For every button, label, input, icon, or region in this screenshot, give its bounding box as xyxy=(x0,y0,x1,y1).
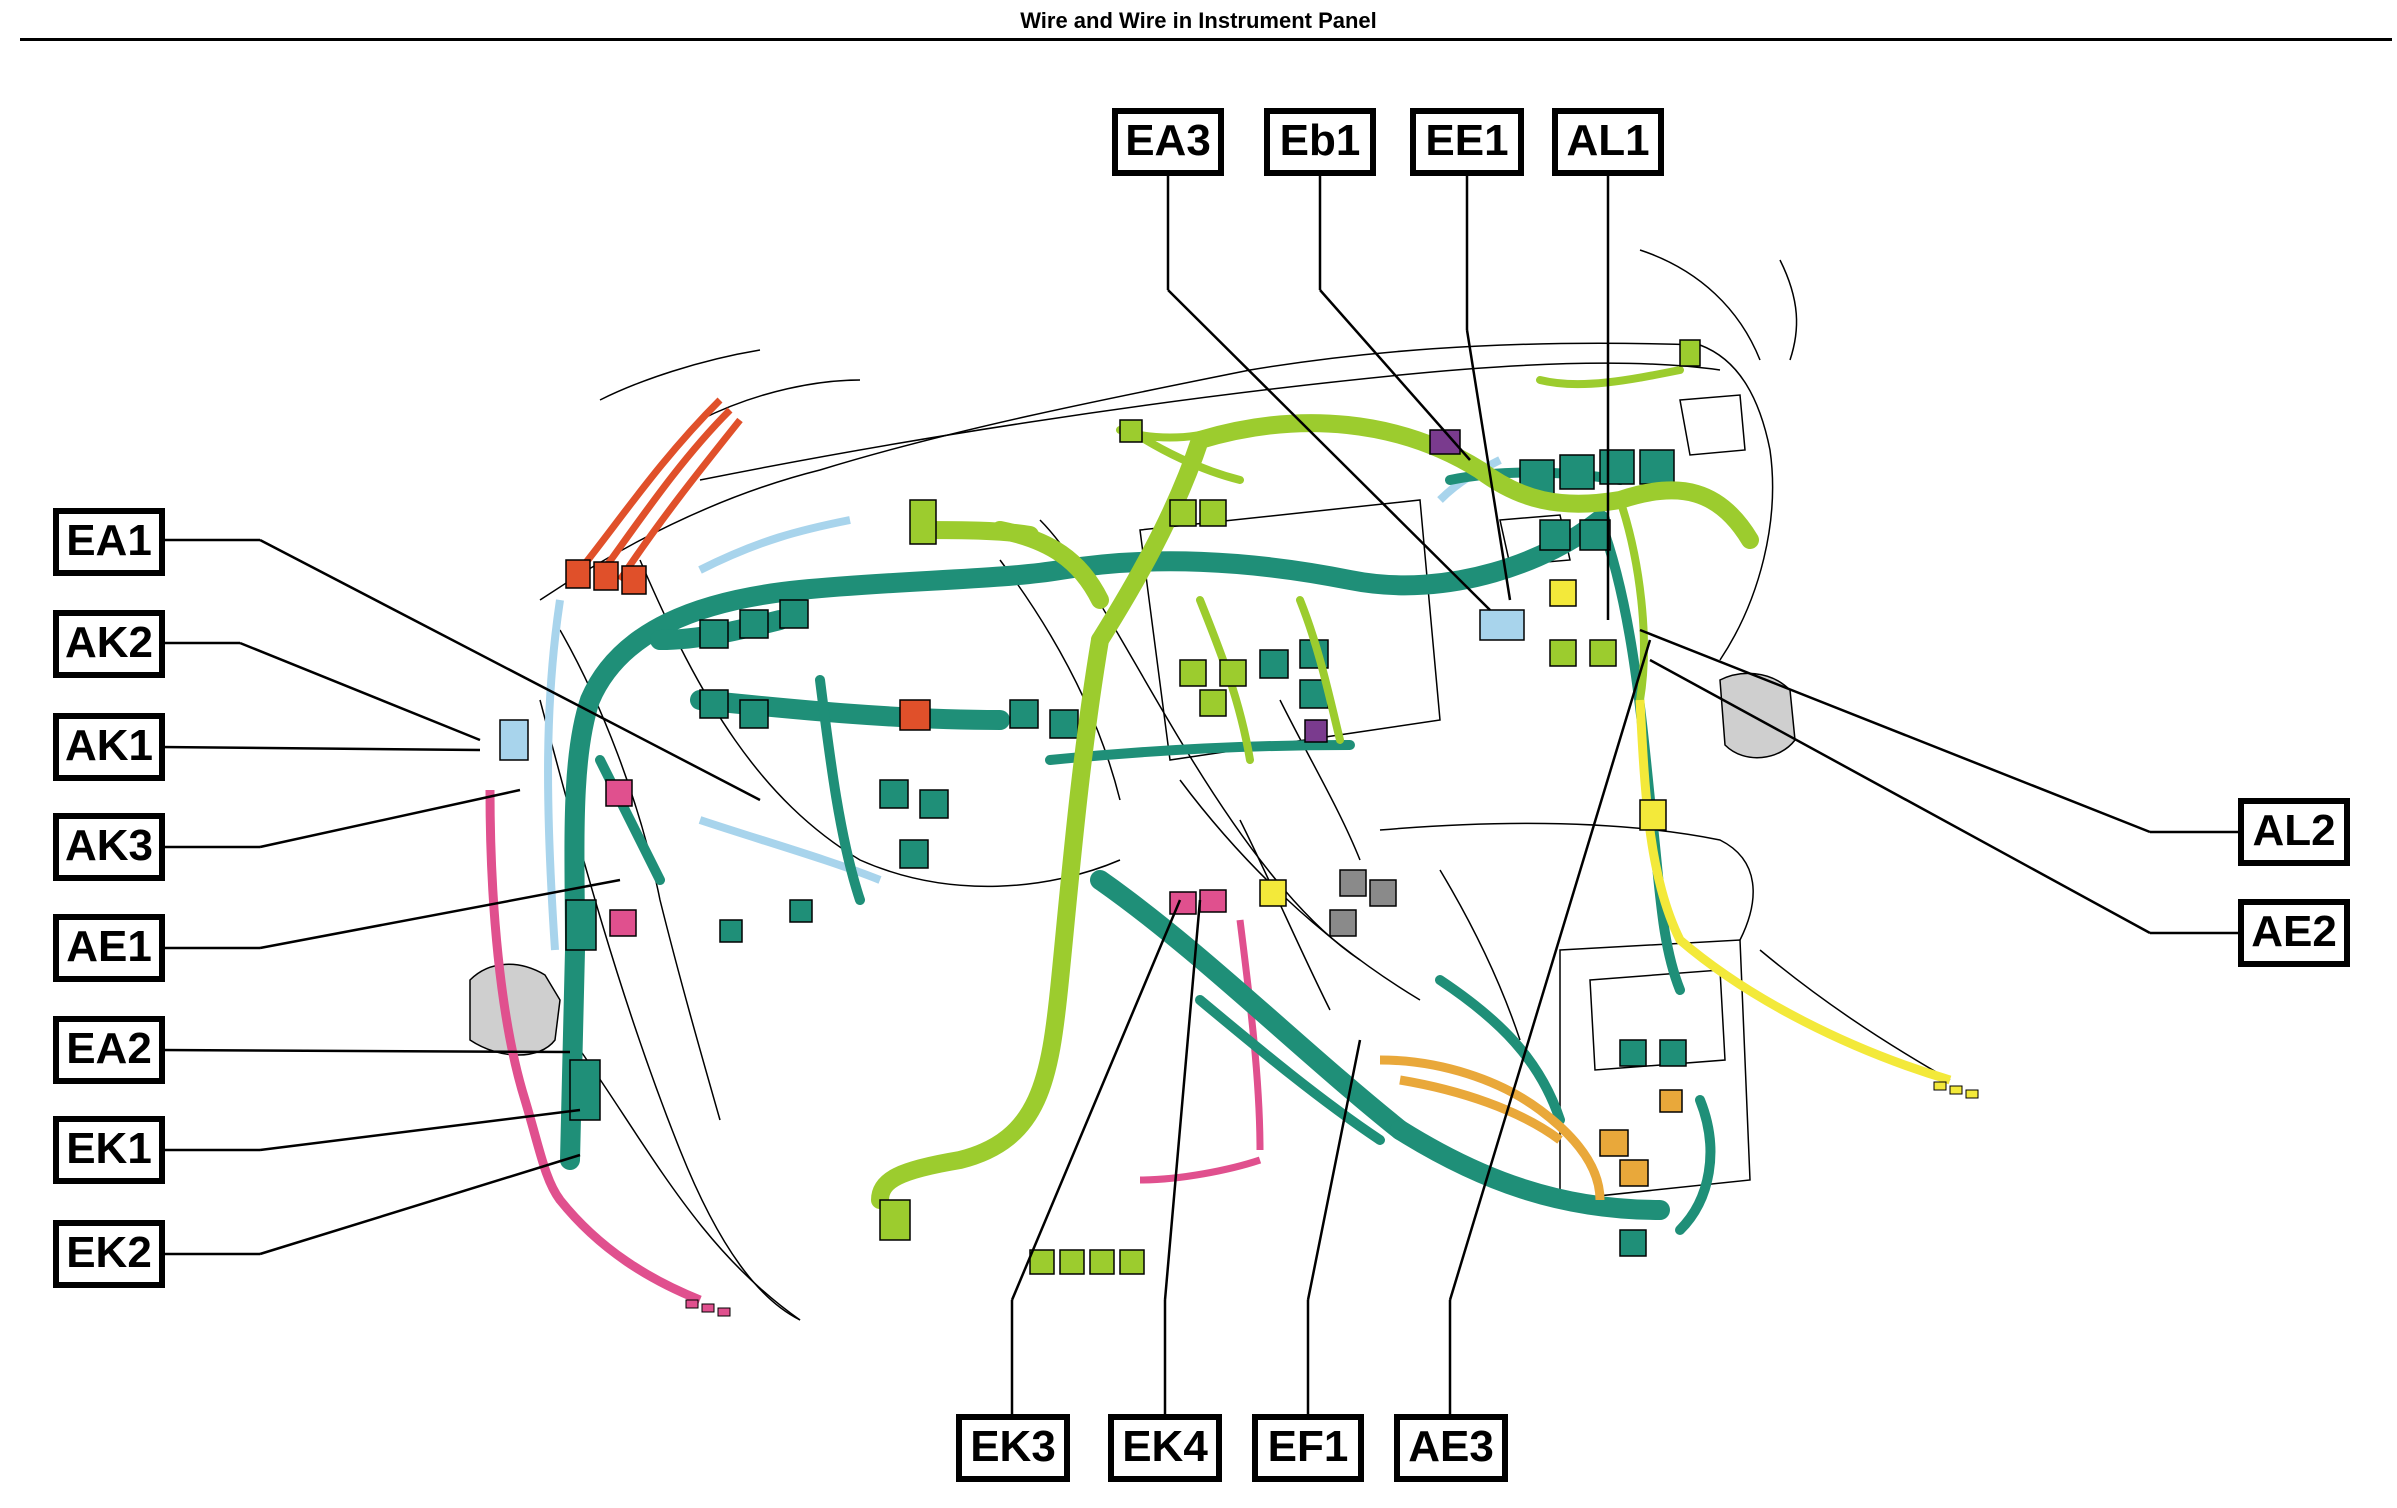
leader-lines xyxy=(159,172,2240,1416)
label-ea2: EA2 xyxy=(53,1016,165,1084)
label-ae3: AE3 xyxy=(1394,1414,1508,1482)
label-ek3: EK3 xyxy=(956,1414,1070,1482)
label-ea3: EA3 xyxy=(1112,108,1224,176)
label-al2: AL2 xyxy=(2238,798,2350,866)
label-ea1: EA1 xyxy=(53,508,165,576)
teal-connectors xyxy=(565,449,1687,1257)
label-al1: AL1 xyxy=(1552,108,1664,176)
red-connectors xyxy=(565,559,647,595)
label-ef1: EF1 xyxy=(1252,1414,1364,1482)
title-rule xyxy=(20,38,2392,41)
label-ae2: AE2 xyxy=(2238,899,2350,967)
label-ek1: EK1 xyxy=(53,1116,165,1184)
teal-harness xyxy=(560,510,1670,1220)
yellow-green-connectors xyxy=(879,339,1701,1275)
label-ak3: AK3 xyxy=(53,813,165,881)
wire-ends-yellow xyxy=(1933,1081,1979,1099)
label-ek4: EK4 xyxy=(1108,1414,1222,1482)
label-ee1: EE1 xyxy=(1410,108,1524,176)
left-brackets xyxy=(469,672,1796,1056)
yellow-harness xyxy=(1635,699,1952,1085)
label-eb1: Eb1 xyxy=(1264,108,1376,176)
instrument-panel-outline xyxy=(539,249,1951,1321)
wire-ends xyxy=(685,1299,731,1317)
orange-harness xyxy=(1379,1055,1605,1201)
label-ek2: EK2 xyxy=(53,1220,165,1288)
yellow-connectors xyxy=(1259,579,1667,907)
pink-harness xyxy=(485,789,702,1305)
label-ae1: AE1 xyxy=(53,914,165,982)
orange-connectors xyxy=(1599,1089,1683,1187)
red-wires xyxy=(577,397,743,582)
label-ak2: AK2 xyxy=(53,610,165,678)
yellow-green-harness xyxy=(871,414,1759,1209)
label-ak1: AK1 xyxy=(53,713,165,781)
page-title: Wire and Wire in Instrument Panel xyxy=(1020,8,1377,33)
